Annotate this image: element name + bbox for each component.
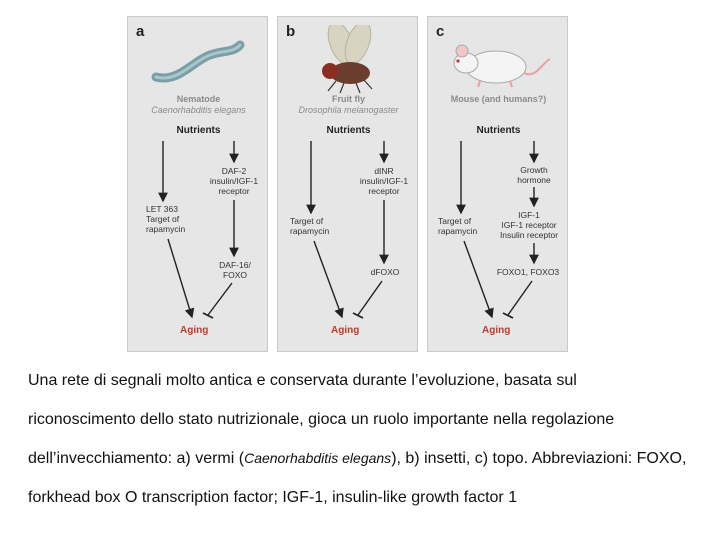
panel-nematode: a Nematode Caenorhabditis elegans Nutrie… — [127, 16, 268, 352]
pathway-figure: a Nematode Caenorhabditis elegans Nutrie… — [127, 16, 569, 352]
pathway-arrows — [278, 17, 419, 353]
panel-fruit-fly: b Fruit fly Drosophila melanogaster Nutr… — [277, 16, 418, 352]
pathway-arrows — [128, 17, 269, 353]
caption-species: Caenorhabditis elegans — [244, 450, 391, 466]
pathway-arrows — [428, 17, 569, 353]
panel-mouse: c Mouse (and humans?) Nutrients Growth h… — [427, 16, 568, 352]
figure-caption: Una rete di segnali molto antica e conse… — [28, 362, 688, 517]
